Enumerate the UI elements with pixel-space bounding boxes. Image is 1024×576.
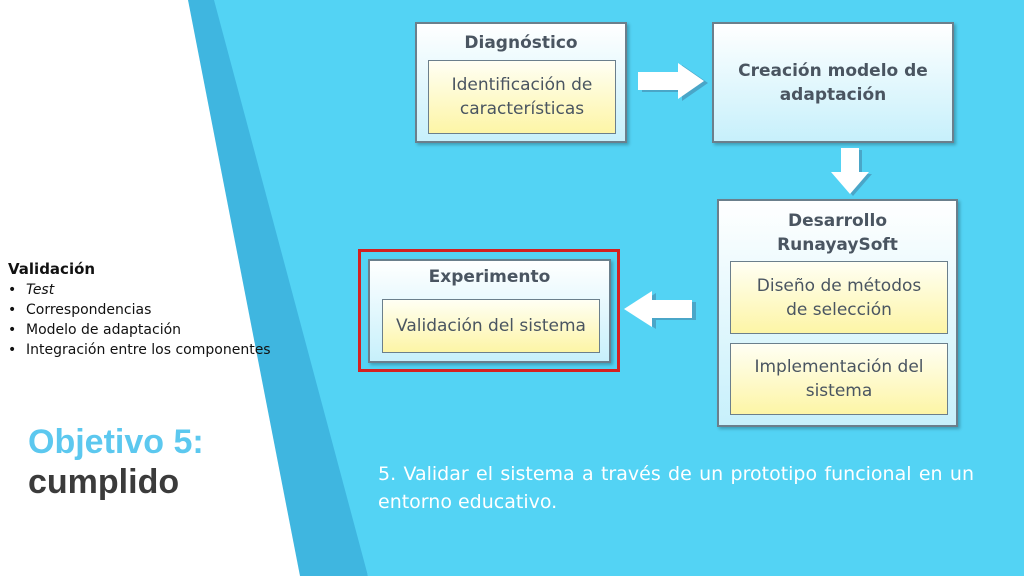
experimento-title: Experimento bbox=[428, 267, 551, 287]
diagnostico-title: Diagnóstico bbox=[464, 33, 578, 53]
list-item: Test bbox=[8, 280, 308, 300]
desarrollo-title: Desarrollo RunayaySoft bbox=[777, 211, 898, 255]
list-item: Modelo de adaptación bbox=[8, 320, 308, 340]
list-item: Correspondencias bbox=[8, 300, 308, 320]
validation-list: Test Correspondencias Modelo de adaptaci… bbox=[8, 280, 308, 360]
diagnostico-inner: Identificación de características bbox=[428, 60, 616, 134]
creacion-title: Creación modelo de adaptación bbox=[738, 60, 928, 105]
objective-status: cumplido bbox=[28, 463, 180, 501]
validation-title: Validación bbox=[8, 260, 96, 278]
highlight-frame bbox=[358, 249, 620, 372]
arrow-left-icon bbox=[624, 291, 696, 329]
desarrollo-inner-2: Implementación del sistema bbox=[730, 343, 948, 415]
objective-description: 5. Validar el sistema a través de un pro… bbox=[378, 463, 974, 513]
desarrollo-box: Desarrollo RunayaySoft Diseño de métodos… bbox=[717, 199, 958, 427]
creacion-box: Creación modelo de adaptación bbox=[712, 22, 954, 143]
list-item: Integración entre los componentes bbox=[8, 340, 308, 360]
objective-heading: Objetivo 5: cumplido bbox=[28, 422, 204, 502]
desarrollo-inner-1: Diseño de métodos de selección bbox=[730, 261, 948, 334]
experimento-box: Experimento Validación del sistema bbox=[368, 259, 611, 363]
arrow-down-icon bbox=[831, 148, 872, 196]
objective-label: Objetivo 5: bbox=[28, 423, 204, 461]
arrow-right-icon bbox=[638, 63, 708, 101]
diagnostico-box: Diagnóstico Identificación de caracterís… bbox=[415, 22, 627, 143]
experimento-inner: Validación del sistema bbox=[382, 299, 600, 353]
validation-section: Validación Test Correspondencias Modelo … bbox=[8, 260, 308, 360]
